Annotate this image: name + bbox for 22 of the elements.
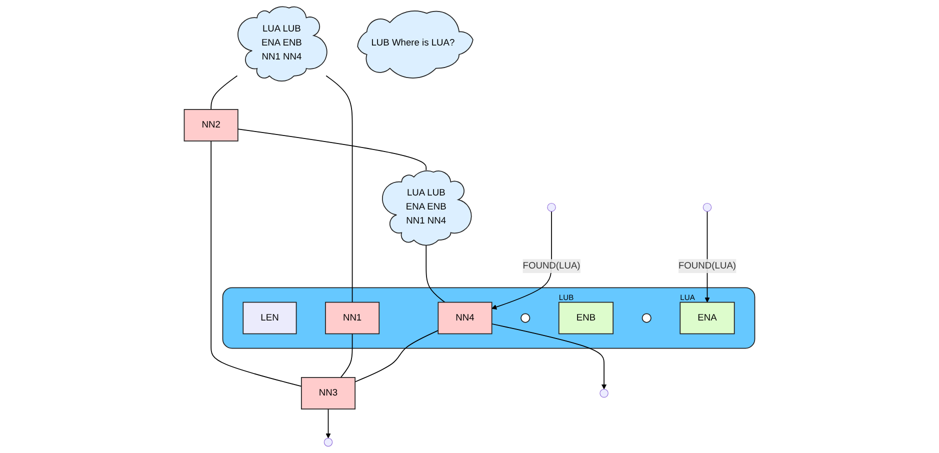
node-box: ENB [558, 302, 614, 334]
node-box: LEN [242, 302, 297, 334]
thought-cloud: LUA LUB ENA ENB NN1 NN4 [382, 170, 472, 246]
connector-line [237, 128, 427, 171]
connector-line [326, 75, 353, 303]
connector-line [210, 75, 238, 110]
arrow [491, 323, 607, 390]
empty-ellipse [520, 313, 530, 323]
node-box: NN2 [184, 109, 238, 142]
thought-cloud: LUB Where is LUA? [357, 10, 474, 78]
node-box: NN4 [438, 302, 492, 334]
node-box: ENA [680, 302, 735, 334]
arrow [326, 408, 331, 438]
arrow [492, 210, 552, 310]
connector-line [210, 140, 302, 387]
connector-line [354, 330, 439, 382]
node-box: NN3 [300, 377, 356, 410]
thought-cloud: LUA LUB ENA ENB NN1 NN4 [238, 6, 328, 82]
connector-line [340, 333, 353, 378]
empty-ellipse [642, 313, 652, 323]
connector-line [426, 244, 446, 303]
node-box: NN1 [325, 302, 380, 334]
